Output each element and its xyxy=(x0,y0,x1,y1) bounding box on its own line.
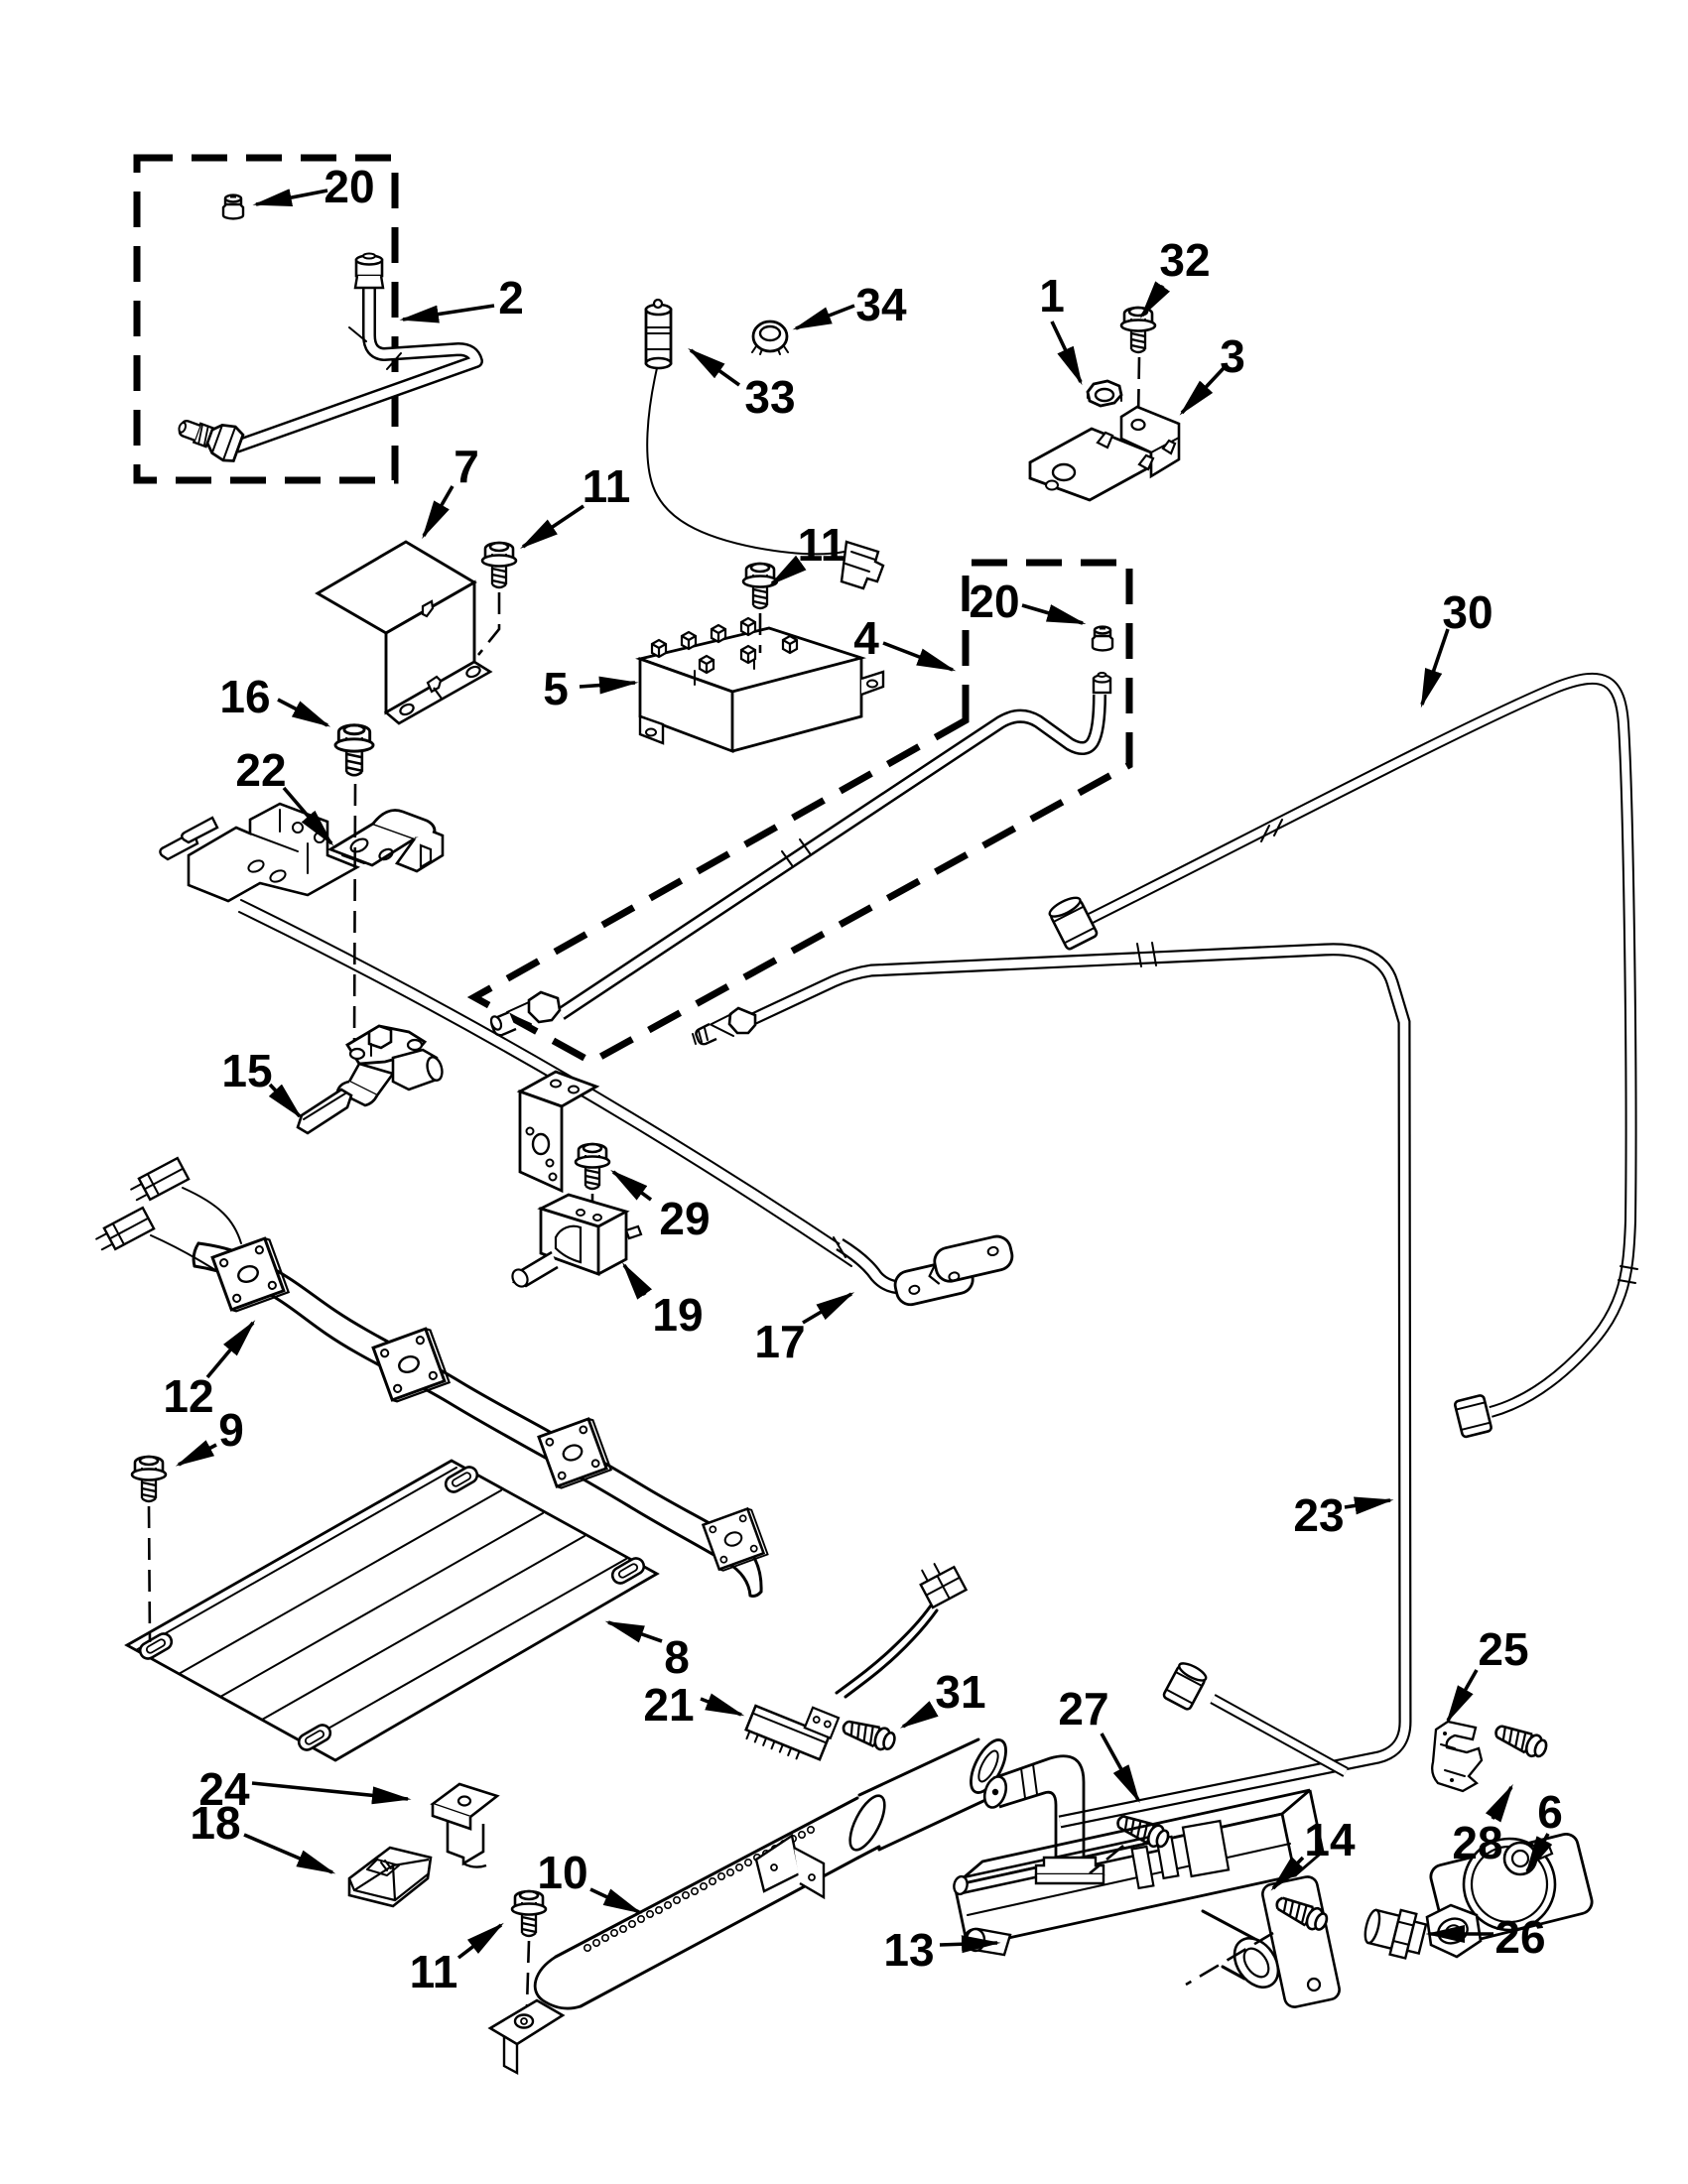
svg-text:8: 8 xyxy=(664,1631,690,1683)
svg-text:29: 29 xyxy=(659,1193,710,1244)
svg-text:6: 6 xyxy=(1537,1786,1563,1838)
svg-text:17: 17 xyxy=(754,1316,805,1367)
svg-text:1: 1 xyxy=(1039,270,1065,321)
svg-text:25: 25 xyxy=(1478,1623,1528,1675)
svg-text:20: 20 xyxy=(324,161,374,212)
svg-text:30: 30 xyxy=(1442,586,1493,638)
svg-text:18: 18 xyxy=(190,1797,240,1849)
svg-text:24: 24 xyxy=(198,1763,250,1815)
svg-text:3: 3 xyxy=(1220,330,1245,382)
svg-text:19: 19 xyxy=(652,1289,703,1341)
svg-text:12: 12 xyxy=(163,1370,213,1422)
svg-text:26: 26 xyxy=(1494,1911,1545,1963)
svg-text:11: 11 xyxy=(798,519,846,571)
svg-text:32: 32 xyxy=(1159,234,1210,286)
svg-text:4: 4 xyxy=(853,612,879,664)
svg-text:11: 11 xyxy=(583,460,631,512)
svg-text:22: 22 xyxy=(235,744,286,796)
svg-text:9: 9 xyxy=(218,1404,244,1456)
svg-text:20: 20 xyxy=(969,576,1019,627)
svg-text:10: 10 xyxy=(537,1847,587,1898)
svg-text:23: 23 xyxy=(1293,1489,1344,1541)
svg-text:15: 15 xyxy=(221,1045,272,1096)
svg-text:28: 28 xyxy=(1452,1817,1502,1868)
svg-text:33: 33 xyxy=(744,371,795,423)
svg-text:16: 16 xyxy=(219,671,270,722)
svg-text:34: 34 xyxy=(855,279,907,330)
svg-text:31: 31 xyxy=(935,1666,985,1718)
svg-text:27: 27 xyxy=(1058,1683,1108,1734)
svg-text:11: 11 xyxy=(410,1946,458,1997)
svg-text:7: 7 xyxy=(454,441,479,492)
svg-text:13: 13 xyxy=(883,1924,934,1976)
svg-text:21: 21 xyxy=(643,1679,694,1731)
svg-text:2: 2 xyxy=(498,272,524,323)
svg-text:5: 5 xyxy=(543,663,569,714)
svg-text:14: 14 xyxy=(1304,1814,1356,1865)
